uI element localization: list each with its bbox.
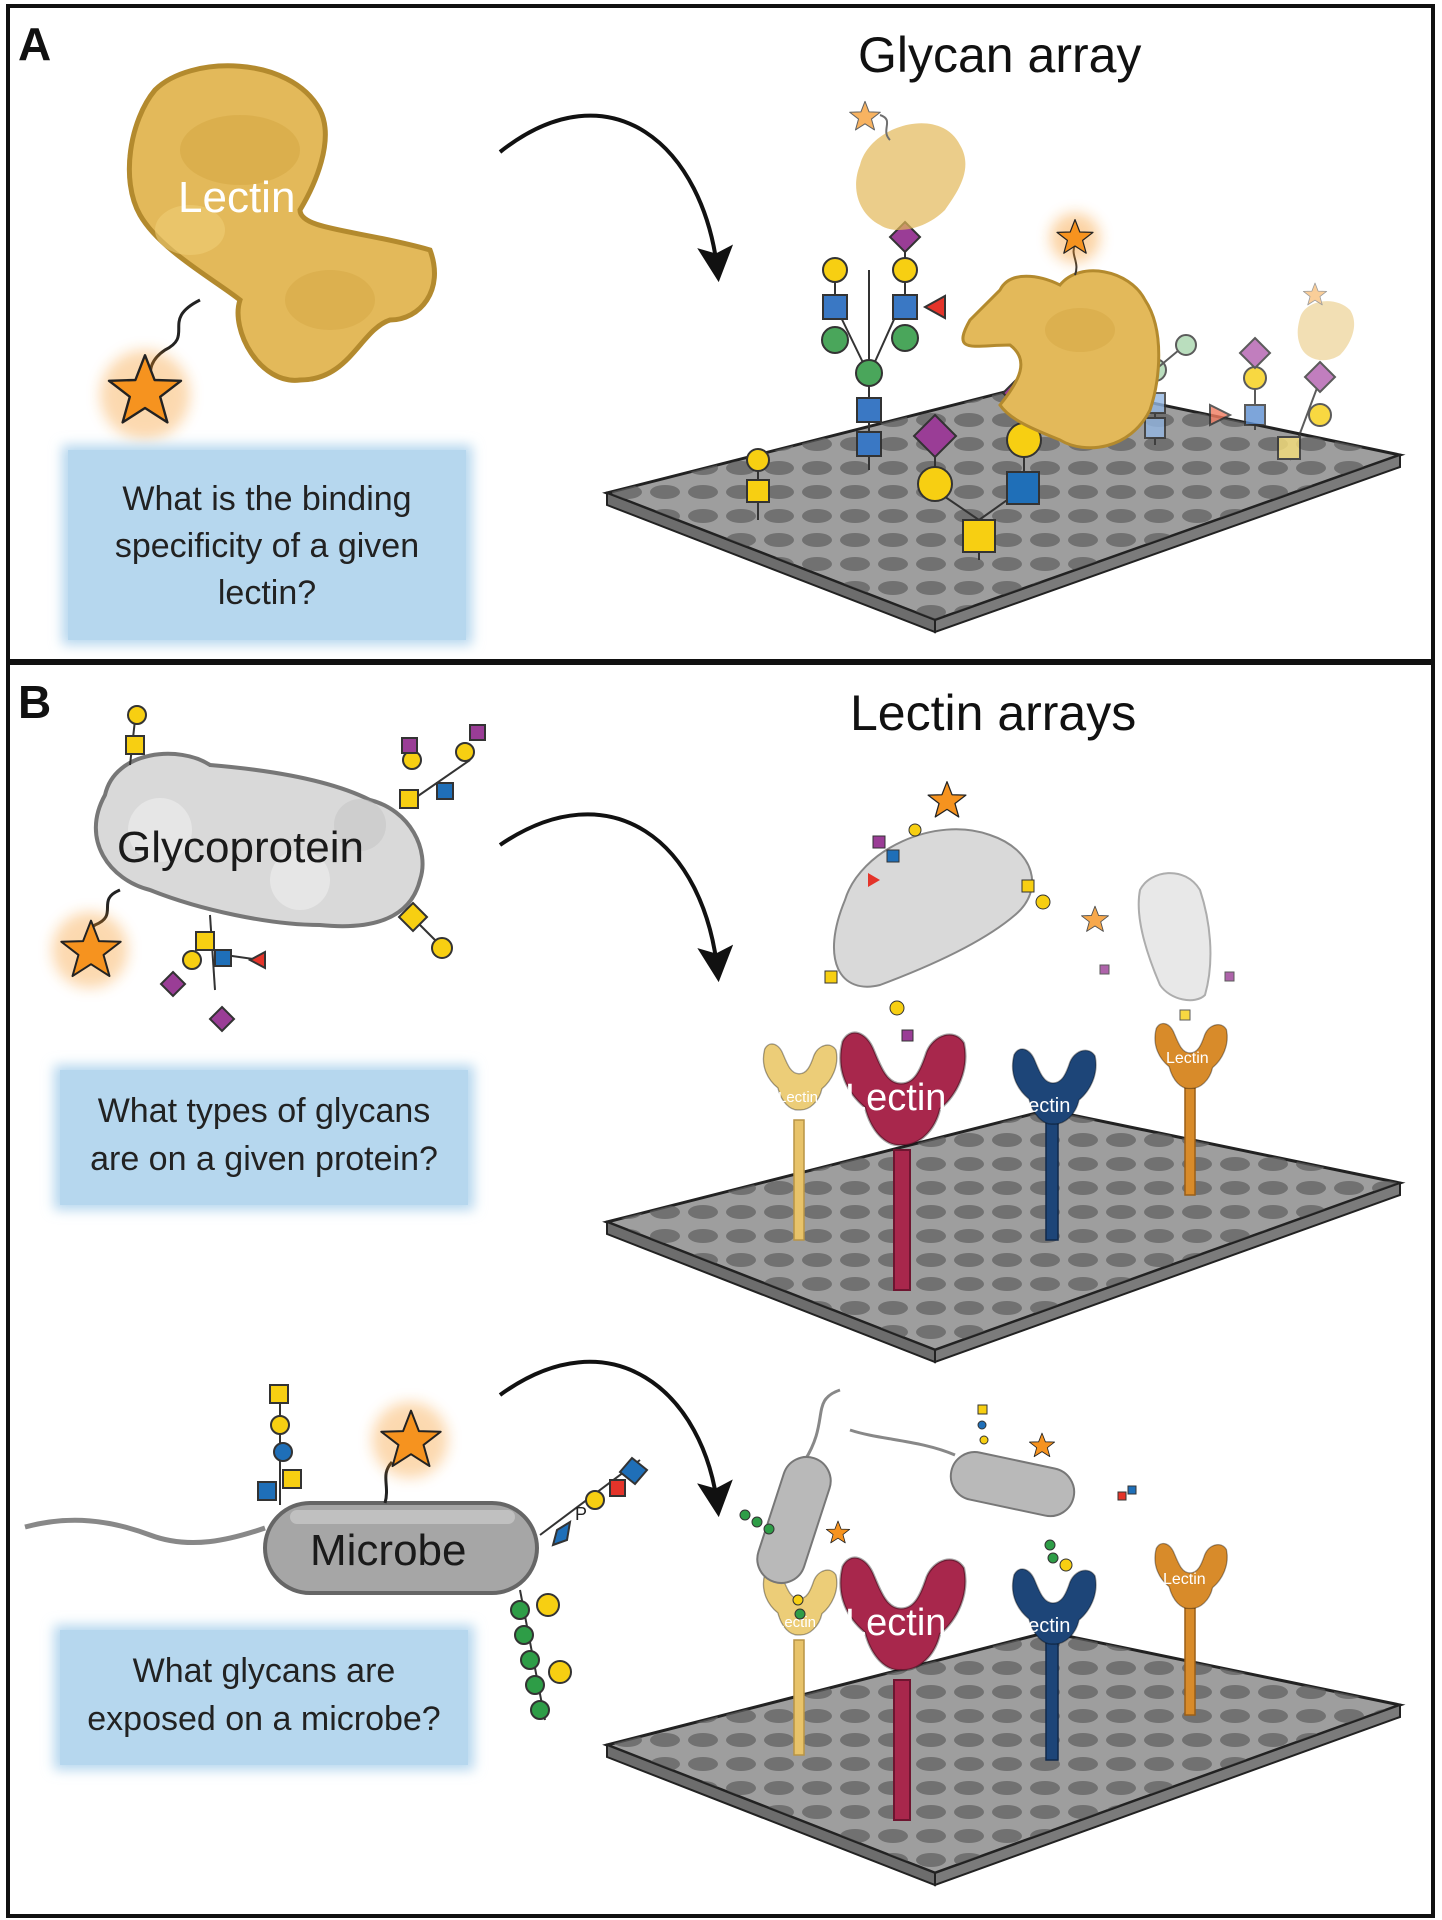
- lectin-array-slide-icon: [602, 1630, 1406, 1887]
- lectin-label-gold: Lectin: [778, 1089, 818, 1106]
- bound-glycoprotein-1: [824, 781, 1051, 1042]
- lectin-label-orange: Lectin: [1166, 1050, 1209, 1067]
- panel-a: A Glycan array Lectin What is the bindin…: [6, 4, 1435, 663]
- question-box-b2: What glycans are exposed on a microbe?: [54, 1625, 474, 1770]
- glycan-structures-a: [746, 220, 1337, 560]
- question-a-line-1: What is the binding: [122, 480, 411, 518]
- lectin-orange: Lectin: [1154, 1542, 1228, 1716]
- bound-microbe-1: [739, 1388, 851, 1620]
- lectin-label-crimson: Lectin: [845, 1602, 946, 1644]
- lectin-gold: Lectin: [762, 1043, 838, 1241]
- question-b1-line-2: are on a given protein?: [90, 1140, 438, 1178]
- question-box-b1: What types of glycans are on a given pro…: [54, 1065, 474, 1210]
- panel-b-border: [6, 661, 1435, 1918]
- microbe-flagellum: [24, 1517, 266, 1546]
- phosphate-label: P: [575, 1504, 587, 1524]
- lectin-label-navy: Lectin: [1017, 1615, 1070, 1637]
- bound-microbe-2: [849, 1404, 1137, 1572]
- question-b1-line-1: What types of glycans: [98, 1092, 431, 1130]
- panel-b-letter: B: [18, 676, 51, 728]
- lectin-orange: Lectin: [1154, 1022, 1228, 1196]
- question-b2-line-1: What glycans are: [133, 1652, 396, 1690]
- microbe-label: Microbe: [310, 1526, 467, 1575]
- lectin-label-crimson: Lectin: [845, 1077, 946, 1119]
- lectin-gold: Lectin: [762, 1568, 838, 1756]
- fluorescent-star-icon: [52, 912, 128, 988]
- panel-a-letter: A: [18, 18, 51, 70]
- lectin-label-navy: Lectin: [1017, 1095, 1070, 1117]
- lectin-navy: Lectin: [1011, 1568, 1097, 1761]
- question-a-line-3: lectin?: [218, 574, 316, 612]
- lectin-array-slide-icon: [602, 1108, 1406, 1364]
- lectin-label-orange: Lectin: [1163, 1571, 1206, 1588]
- bound-lectin-faint: [1297, 282, 1355, 361]
- binding-arrow-icon: [498, 812, 734, 983]
- bound-lectin-top: [849, 100, 966, 230]
- fluorescent-star-icon: [372, 1402, 448, 1478]
- glycan-array-slide-icon: [602, 379, 1406, 634]
- panel-a-title: Glycan array: [858, 27, 1141, 83]
- glycoprotein-blob-icon: Glycoprotein: [93, 751, 425, 929]
- glycoprotein-glycans: [125, 705, 486, 1033]
- lectin-label-gold: Lectin: [776, 1614, 816, 1631]
- lectin-array-2: Lectin Lectin Lectin Lectin: [739, 1388, 1228, 1821]
- glycoprotein-label: Glycoprotein: [117, 823, 364, 872]
- question-a-line-2: specificity of a given: [115, 527, 419, 565]
- question-box-a: What is the binding specificity of a giv…: [62, 445, 472, 645]
- question-b2-line-2: exposed on a microbe?: [87, 1700, 440, 1738]
- lectin-navy: Lectin: [1011, 1048, 1097, 1241]
- binding-arrow-icon: [498, 1359, 733, 1518]
- lectin-blob-icon: Lectin: [126, 63, 437, 383]
- bound-glycoprotein-2: [1081, 872, 1235, 1021]
- microbe-glycans: P: [257, 1384, 649, 1721]
- panel-b: B Lectin arrays Glycoprotein: [6, 661, 1435, 1918]
- bound-lectin-main: [961, 213, 1161, 450]
- binding-arrow-icon: [498, 113, 734, 283]
- microbe-rod-icon: Microbe: [263, 1501, 539, 1595]
- lectin-crimson: Lectin: [839, 1556, 967, 1821]
- fluorescent-star-icon: [100, 350, 190, 440]
- lectin-crimson: Lectin: [839, 1031, 967, 1291]
- star-tether: [879, 114, 891, 141]
- lectin-label: Lectin: [178, 173, 295, 222]
- panel-b-title: Lectin arrays: [850, 685, 1136, 741]
- lectin-array-1: Lectin Lectin Lectin Lectin: [762, 781, 1235, 1291]
